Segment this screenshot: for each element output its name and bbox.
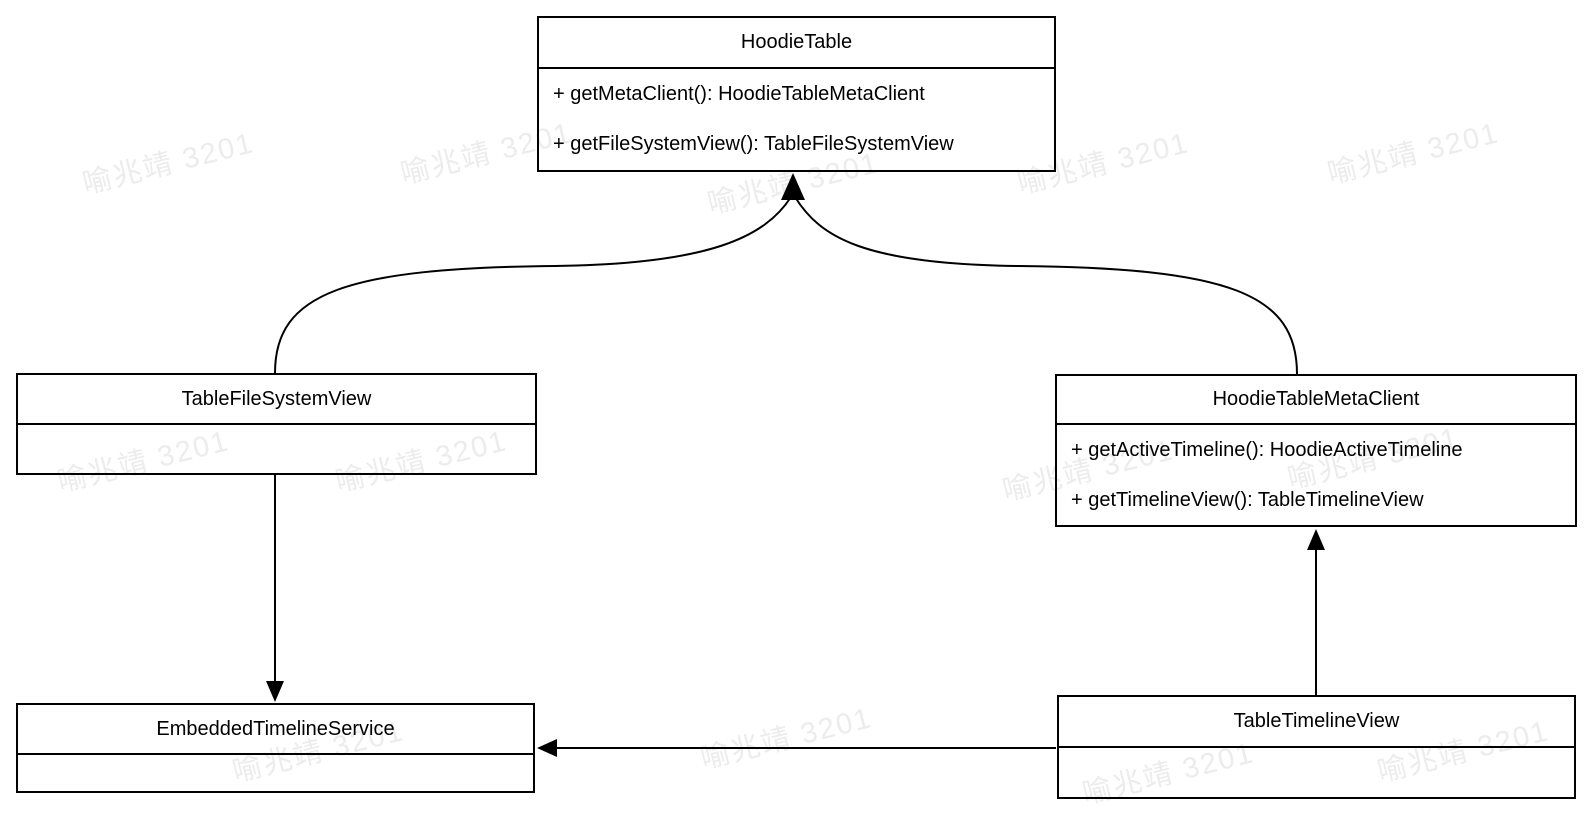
class-box-embedded-timeline-service: EmbeddedTimelineService — [16, 703, 535, 793]
watermark-text: 喻兆靖 3201 — [697, 702, 876, 776]
class-methods-compartment: + getMetaClient(): HoodieTableMetaClient… — [539, 69, 1054, 170]
class-title: HoodieTable — [539, 18, 1054, 69]
class-box-table-file-system-view: TableFileSystemView — [16, 373, 537, 475]
class-title: HoodieTableMetaClient — [1057, 376, 1575, 425]
arrowhead-down-embeddedtimelineservice — [266, 681, 284, 702]
arrowhead-left-embeddedtimelineservice — [537, 739, 557, 757]
watermark-text: 喻兆靖 3201 — [1324, 117, 1503, 191]
method-label: + getMetaClient(): HoodieTableMetaClient — [553, 82, 925, 105]
class-empty-compartment — [18, 755, 533, 791]
class-title: EmbeddedTimelineService — [18, 705, 533, 755]
edge-tablefilesystemview-to-hoodietable — [274, 196, 792, 374]
watermark-text: 喻兆靖 3201 — [79, 127, 258, 201]
method-label: + getActiveTimeline(): HoodieActiveTimel… — [1071, 438, 1463, 461]
class-empty-compartment — [18, 425, 535, 473]
class-box-hoodie-table: HoodieTable + getMetaClient(): HoodieTab… — [537, 16, 1056, 172]
class-title: TableTimelineView — [1059, 697, 1574, 748]
class-methods-compartment: + getActiveTimeline(): HoodieActiveTimel… — [1057, 425, 1575, 525]
arrowhead-up-hoodietablemetaclient — [1307, 529, 1325, 550]
method-label: + getFileSystemView(): TableFileSystemVi… — [553, 133, 954, 156]
class-title: TableFileSystemView — [18, 375, 535, 425]
class-empty-compartment — [1059, 748, 1574, 797]
method-label: + getTimelineView(): TableTimelineView — [1071, 488, 1424, 511]
edge-hoodietablemetaclient-to-hoodietable — [794, 196, 1298, 375]
class-box-hoodie-table-meta-client: HoodieTableMetaClient + getActiveTimelin… — [1055, 374, 1577, 527]
class-box-table-timeline-view: TableTimelineView — [1057, 695, 1576, 799]
